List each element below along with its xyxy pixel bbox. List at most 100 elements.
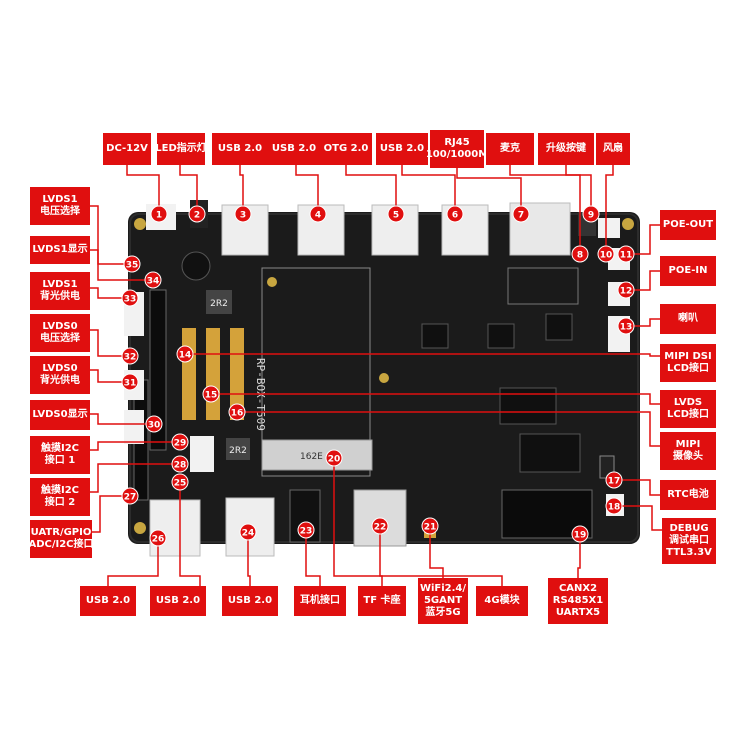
marker-circle [597, 245, 615, 263]
marker-number: 26 [152, 535, 165, 545]
marker-number: 35 [126, 261, 139, 271]
label-lvds1-disp: LVDS1显示 [30, 236, 90, 264]
marker-circle [171, 473, 189, 491]
label-poe-in: POE-IN [660, 256, 716, 286]
leader-line [305, 530, 321, 586]
inductor [206, 290, 232, 314]
marker-number: 4 [315, 211, 321, 221]
marker-circle [571, 245, 589, 263]
leader-line [565, 165, 592, 214]
mount-hole [267, 277, 277, 287]
marker-circle [512, 205, 530, 223]
marker-circle [234, 205, 252, 223]
marker-number: 32 [124, 353, 137, 363]
marker-number: 17 [608, 477, 621, 487]
card-slot-text: 162E [300, 452, 323, 462]
marker-circle [371, 517, 389, 535]
marker-circle [171, 455, 189, 473]
marker-number: 14 [179, 351, 192, 361]
label-rj45: RJ45 100/1000M [426, 130, 488, 168]
leader-line [605, 165, 614, 254]
label-lvds0-bl: LVDS0 背光供电 [30, 356, 90, 394]
leader-line [90, 205, 132, 265]
marker-7: 7 [512, 205, 530, 223]
marker-number: 24 [242, 529, 255, 539]
leader-line [509, 165, 581, 254]
marker-18: 18 [605, 497, 623, 515]
marker-34: 34 [144, 271, 162, 289]
label-uart: UATR/GPIO ADC/I2C接口 [28, 520, 94, 558]
label-led: LED指示灯 [155, 133, 207, 165]
marker-circle [571, 525, 589, 543]
marker-number: 27 [124, 493, 137, 503]
fpc-connector-16 [230, 328, 244, 420]
leader-line [179, 165, 198, 214]
touch-i2c-connector [190, 436, 214, 472]
marker-circle [605, 471, 623, 489]
label-rtc: RTC电池 [660, 480, 716, 510]
marker-circle [387, 205, 405, 223]
leader-line [90, 369, 130, 383]
marker-number: 13 [620, 323, 633, 333]
fpc-connector-14 [182, 328, 196, 420]
label-usb-24: USB 2.0 [222, 586, 278, 616]
marker-26: 26 [149, 529, 167, 547]
marker-number: 34 [147, 277, 160, 287]
marker-number: 19 [574, 531, 587, 541]
ic-chip [545, 313, 573, 341]
marker-number: 28 [174, 461, 187, 471]
marker-number: 29 [174, 439, 187, 449]
label-usb-26: USB 2.0 [80, 586, 136, 616]
mount-hole [622, 218, 634, 230]
marker-circle [121, 487, 139, 505]
label-lvds1-volt: LVDS1 电压选择 [30, 187, 90, 225]
leader-lines [90, 165, 662, 586]
leader-line [179, 482, 201, 586]
leader-line [237, 411, 660, 447]
label-wifi: WiFi2.4/ 5GANT 蓝牙5G [418, 578, 468, 624]
marker-circle [149, 529, 167, 547]
marker-31: 31 [121, 373, 139, 391]
marker-number: 21 [424, 523, 437, 533]
marker-number: 25 [174, 479, 187, 489]
leader-line [295, 165, 319, 214]
leader-line [577, 534, 581, 578]
marker-32: 32 [121, 347, 139, 365]
marker-21: 21 [421, 517, 439, 535]
label-dc-12v: DC-12V [103, 133, 151, 165]
leader-line [90, 441, 180, 451]
label-usb-3: USB 2.0 [212, 133, 268, 165]
fan-connector [598, 218, 620, 238]
label-mipi-cam: MIPI 摄像头 [660, 432, 716, 470]
leader-line [90, 329, 130, 357]
marker-circle [188, 205, 206, 223]
marker-circle [617, 317, 635, 335]
label-lvds-lcd: LVDS LCD接口 [660, 390, 716, 428]
marker-circle [239, 523, 257, 541]
leader-line [456, 168, 522, 214]
label-lvds1-bl: LVDS1 背光供电 [30, 272, 90, 310]
leader-line [92, 495, 130, 533]
marker-35: 35 [123, 255, 141, 273]
marker-number: 2 [194, 211, 200, 221]
label-mic: 麦克 [486, 133, 534, 165]
label-lvds0-volt: LVDS0 电压选择 [30, 314, 90, 352]
marker-number: 22 [374, 523, 387, 533]
marker-number: 23 [300, 527, 313, 537]
marker-circle [121, 289, 139, 307]
som-outline [261, 267, 371, 477]
marker-12: 12 [617, 281, 635, 299]
leader-line [185, 353, 660, 357]
marker-number: 30 [148, 421, 161, 431]
leader-line [90, 287, 130, 299]
label-usb-25: USB 2.0 [150, 586, 206, 616]
marker-number: 9 [588, 211, 594, 221]
marker-16: 16 [228, 403, 246, 421]
marker-circle [144, 271, 162, 289]
leader-line [247, 532, 251, 586]
ic-chip [487, 323, 515, 349]
lvds0-display-conn [124, 410, 144, 444]
ic-chip [421, 323, 449, 349]
label-poe-out: POE-OUT [660, 210, 716, 240]
